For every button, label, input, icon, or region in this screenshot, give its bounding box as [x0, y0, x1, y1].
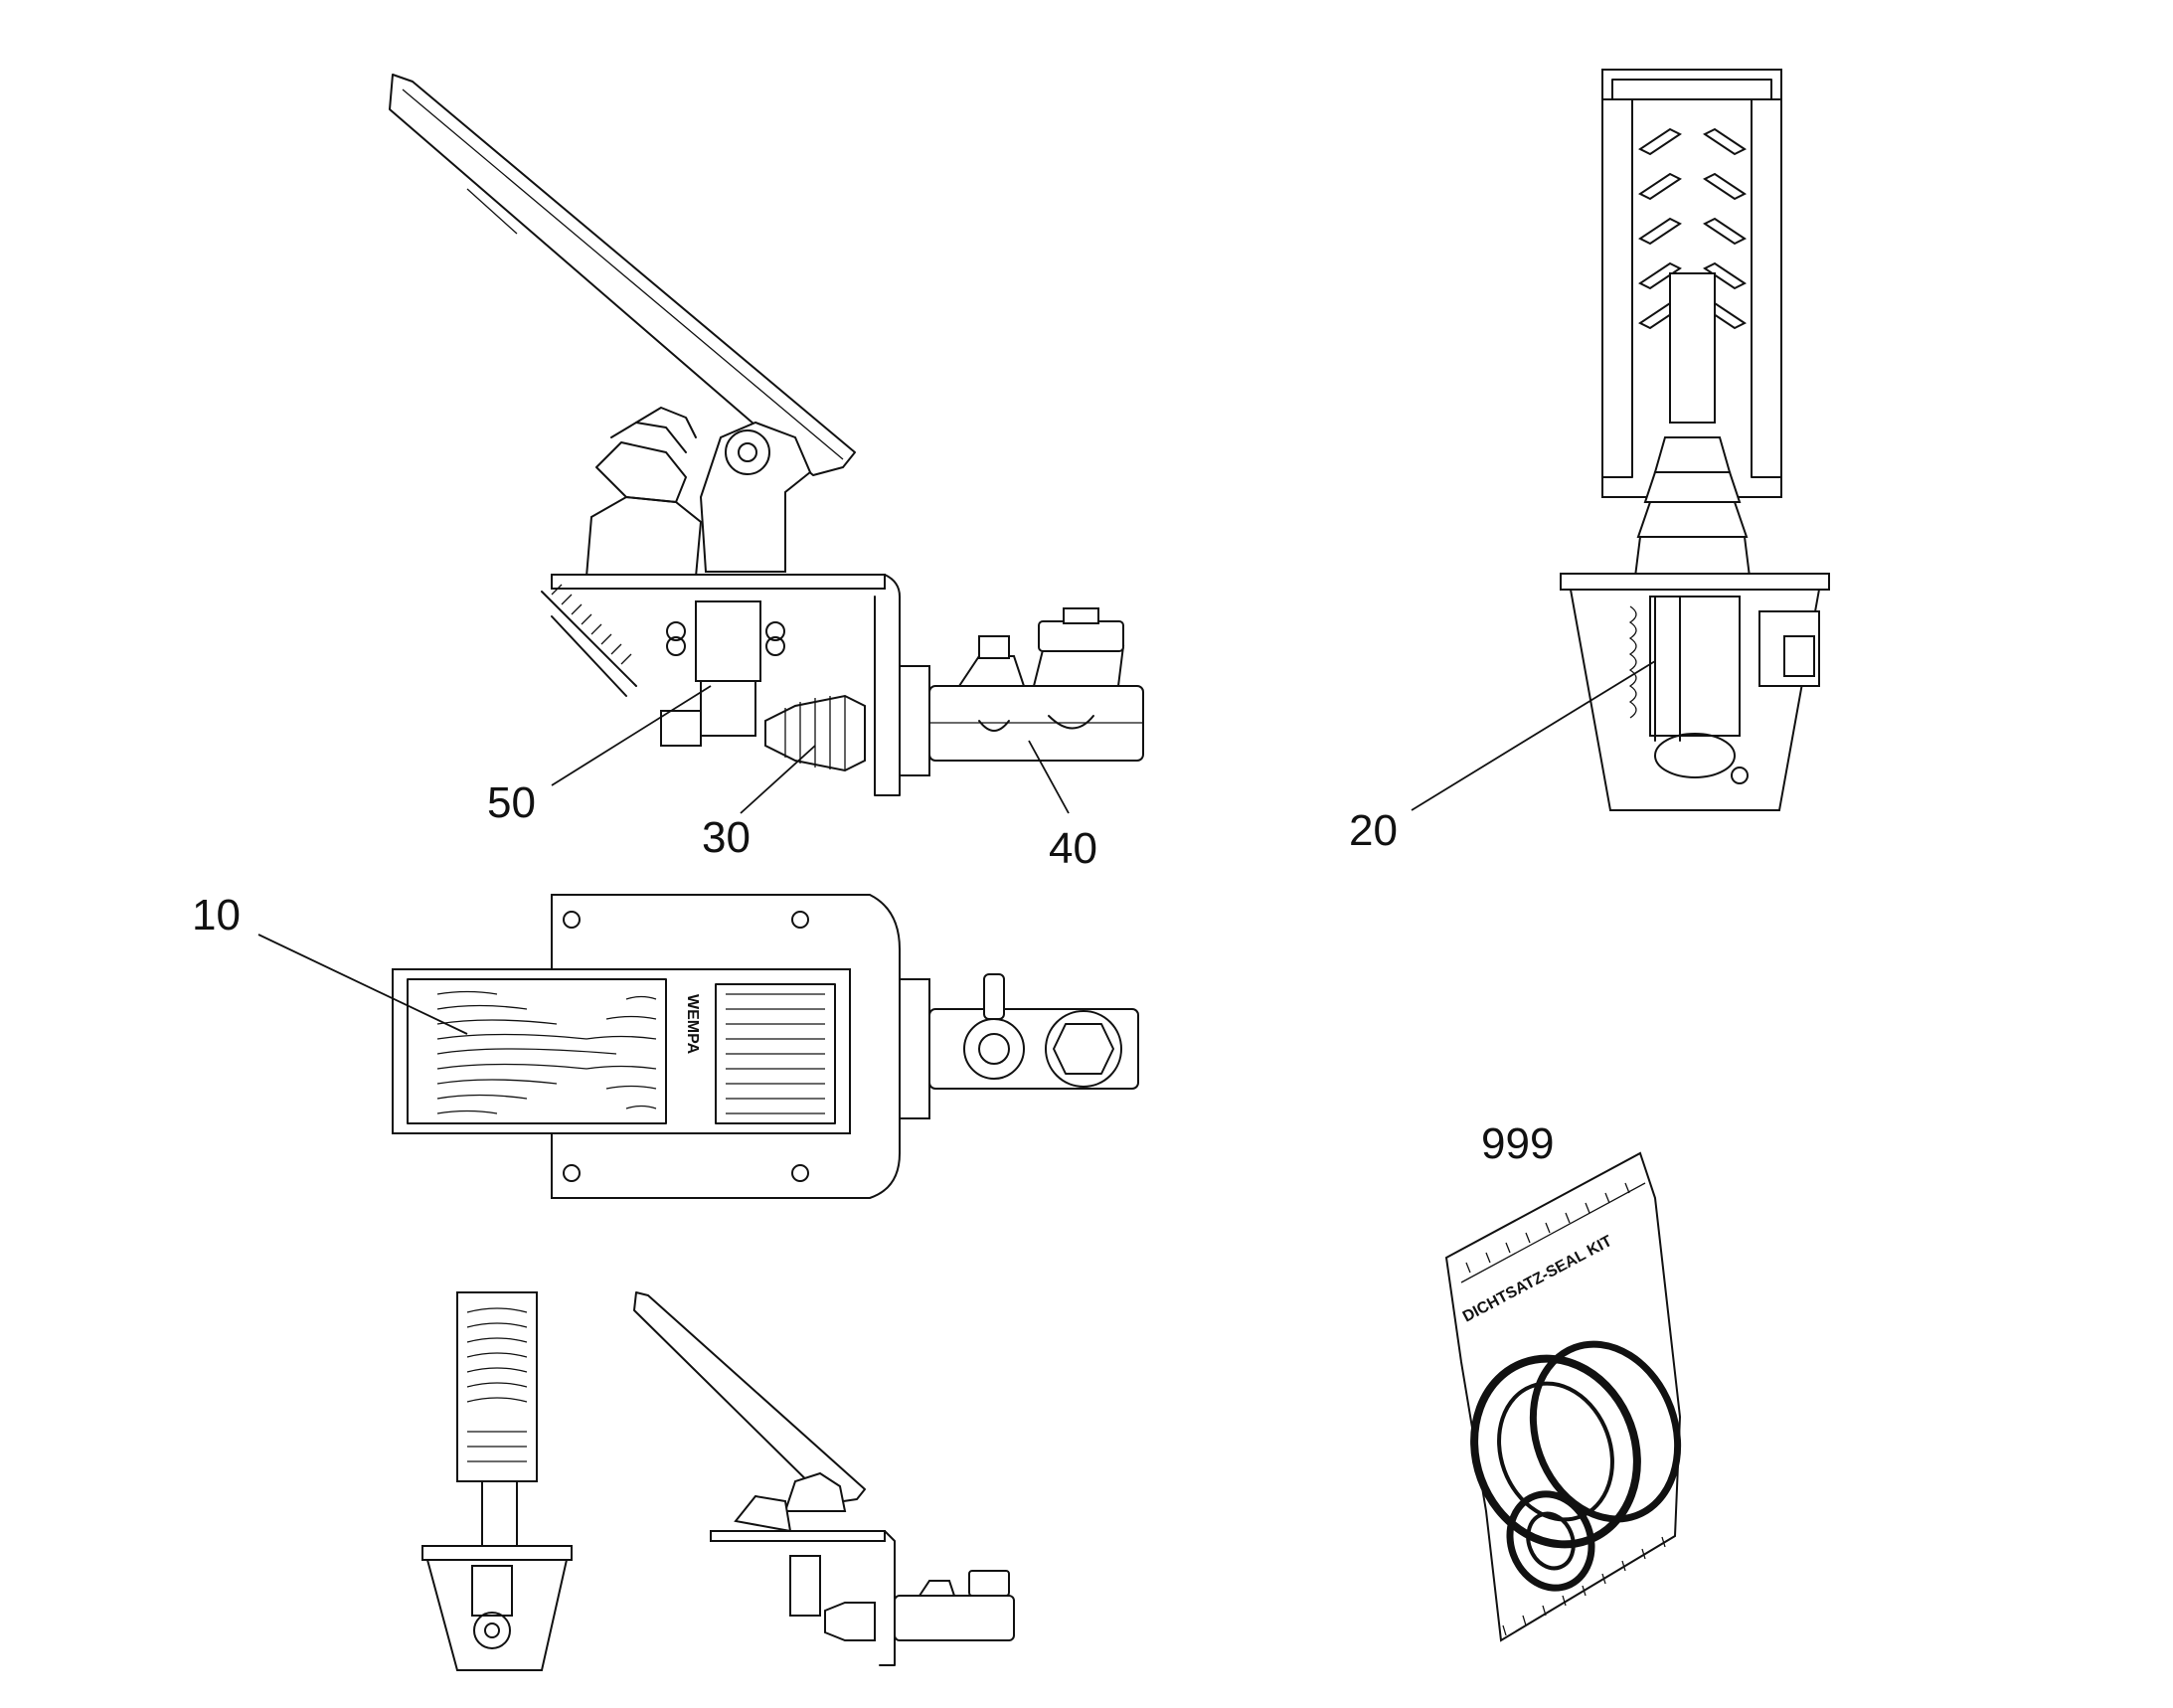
leader-10: [257, 934, 468, 1035]
pedal-front-view: [1560, 69, 1830, 811]
pedal-logo-text: WEMPA: [684, 994, 701, 1055]
callout-40: 40: [1049, 824, 1097, 873]
pedal-side-view-small: [633, 1291, 1015, 1666]
callout-10: 10: [192, 891, 241, 939]
pedal-side-view: [389, 74, 1144, 796]
callout-20: 20: [1349, 806, 1398, 855]
seal-kit-bag: DICHTSATZ-SEAL KIT: [1444, 1151, 1682, 1642]
callout-50: 50: [487, 778, 536, 827]
o-rings: [1470, 1340, 1682, 1592]
pedal-top-view: WEMPA: [392, 894, 1139, 1199]
leader-lines: [257, 660, 1656, 1035]
top-tread-lines: [436, 990, 657, 1114]
leader-40: [1028, 740, 1070, 814]
leader-50: [551, 685, 712, 786]
pedal-front-view-small: [421, 1291, 573, 1671]
leader-30: [740, 745, 816, 814]
leader-20: [1411, 660, 1656, 811]
callout-labels: 50 30 40 20 10 999: [192, 778, 1554, 1168]
callout-999: 999: [1481, 1119, 1554, 1168]
callout-30: 30: [702, 813, 751, 862]
